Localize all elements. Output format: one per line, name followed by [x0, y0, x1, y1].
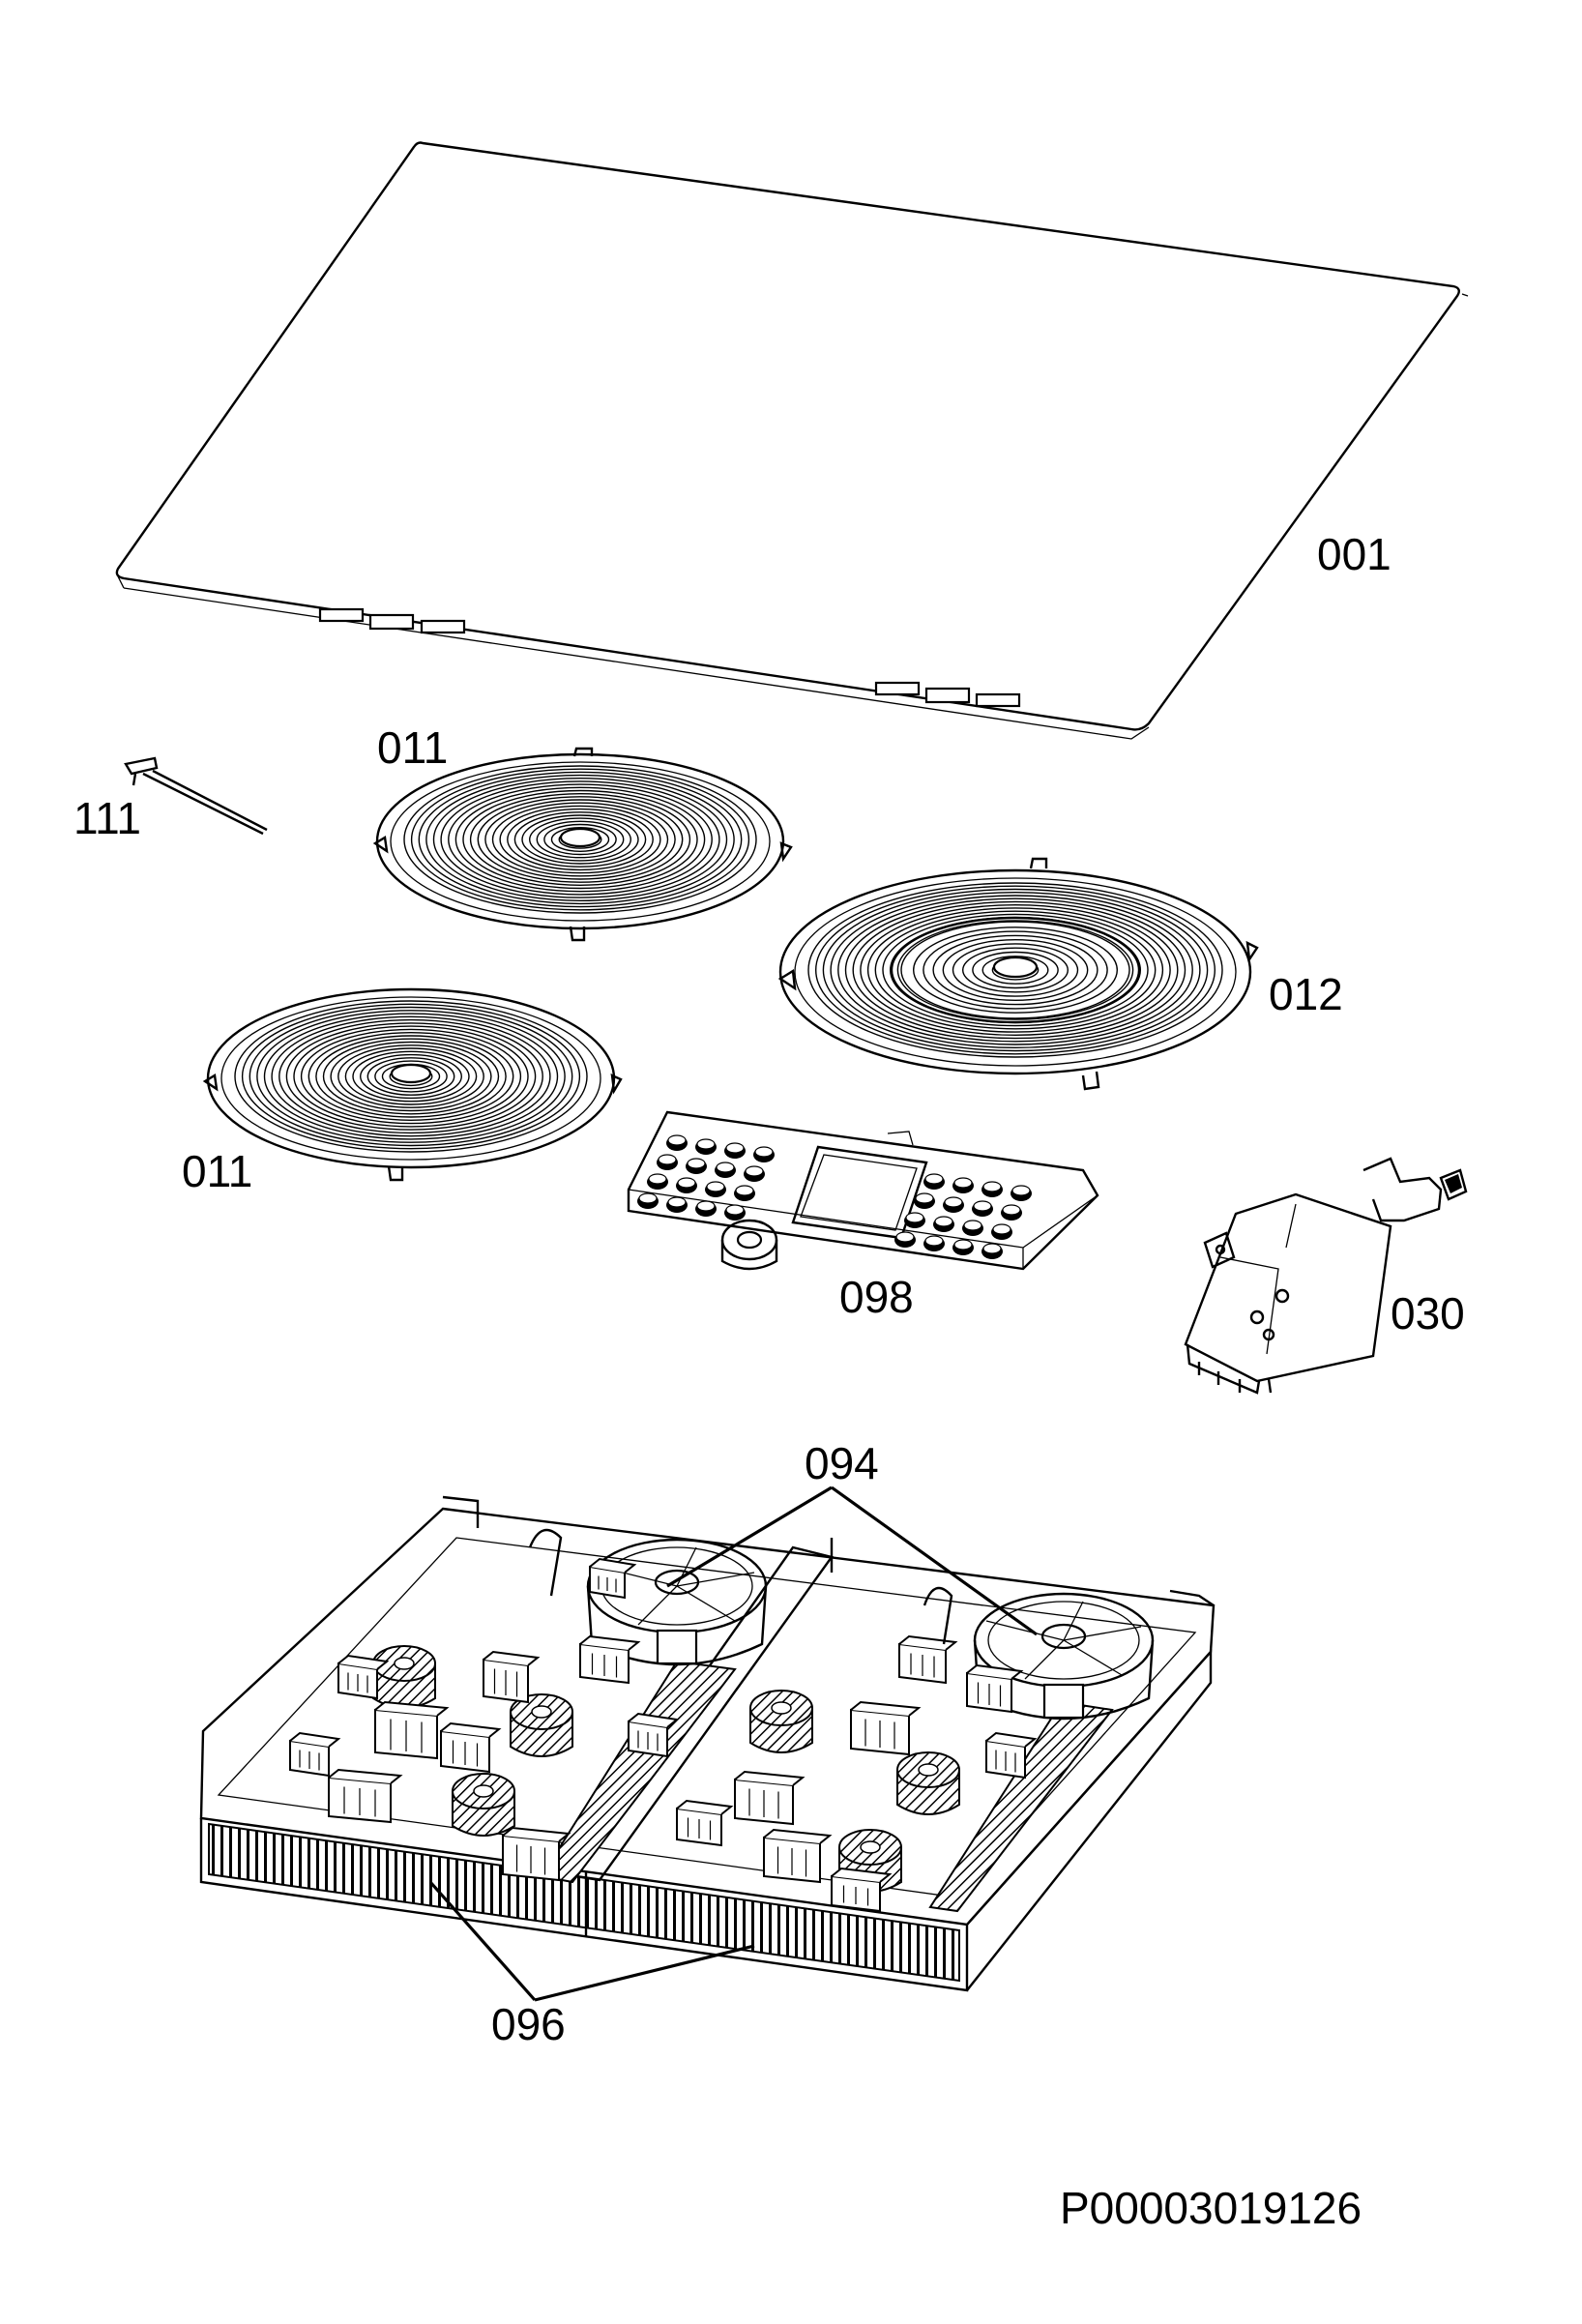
part-label-001: 001: [1317, 529, 1392, 579]
sensor-clip-111: [124, 756, 268, 836]
glass-plate-001: [115, 141, 1469, 740]
power-board-assembly: [199, 1495, 1216, 1992]
leader-lines: [428, 1486, 1038, 2002]
terminal-block-030: [1184, 1157, 1468, 1395]
part-label-011-upper: 011: [377, 722, 449, 773]
part-label-030: 030: [1391, 1288, 1465, 1339]
part-label-098: 098: [839, 1272, 914, 1322]
part-label-094: 094: [805, 1438, 879, 1488]
induction-coil-011-upper: [372, 747, 793, 942]
fan-094-right: [973, 1592, 1155, 1721]
induction-coil-011-lower: [202, 987, 623, 1182]
control-board-098: [627, 1110, 1099, 1271]
part-label-096: 096: [491, 1999, 566, 2049]
induction-coil-012: [777, 857, 1259, 1091]
fan-094-left: [586, 1538, 768, 1666]
part-label-011-lower: 011: [182, 1146, 253, 1196]
part-label-111: 111: [73, 793, 141, 843]
part-label-012: 012: [1269, 969, 1343, 1019]
document-code: P00003019126: [1060, 2183, 1362, 2233]
